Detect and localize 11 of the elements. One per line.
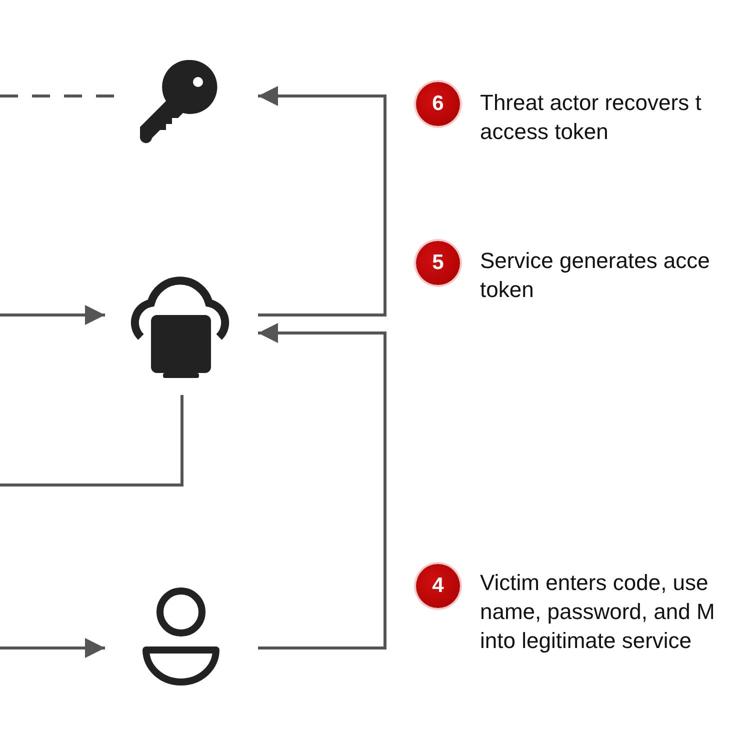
step-description: Threat actor recovers t access token <box>480 89 702 146</box>
step-description: Victim enters code, use name, password, and M into legitimate service <box>480 569 716 655</box>
arrow <box>258 323 386 650</box>
arrow <box>0 305 105 325</box>
step-number-badge: 4 <box>416 564 460 608</box>
step-number-badge: 6 <box>416 82 460 126</box>
arrow <box>258 86 386 316</box>
step-number-badge: 5 <box>416 241 460 285</box>
step-description: Service generates acce token <box>480 247 711 304</box>
arrow <box>0 638 105 658</box>
connector-line <box>0 395 184 486</box>
